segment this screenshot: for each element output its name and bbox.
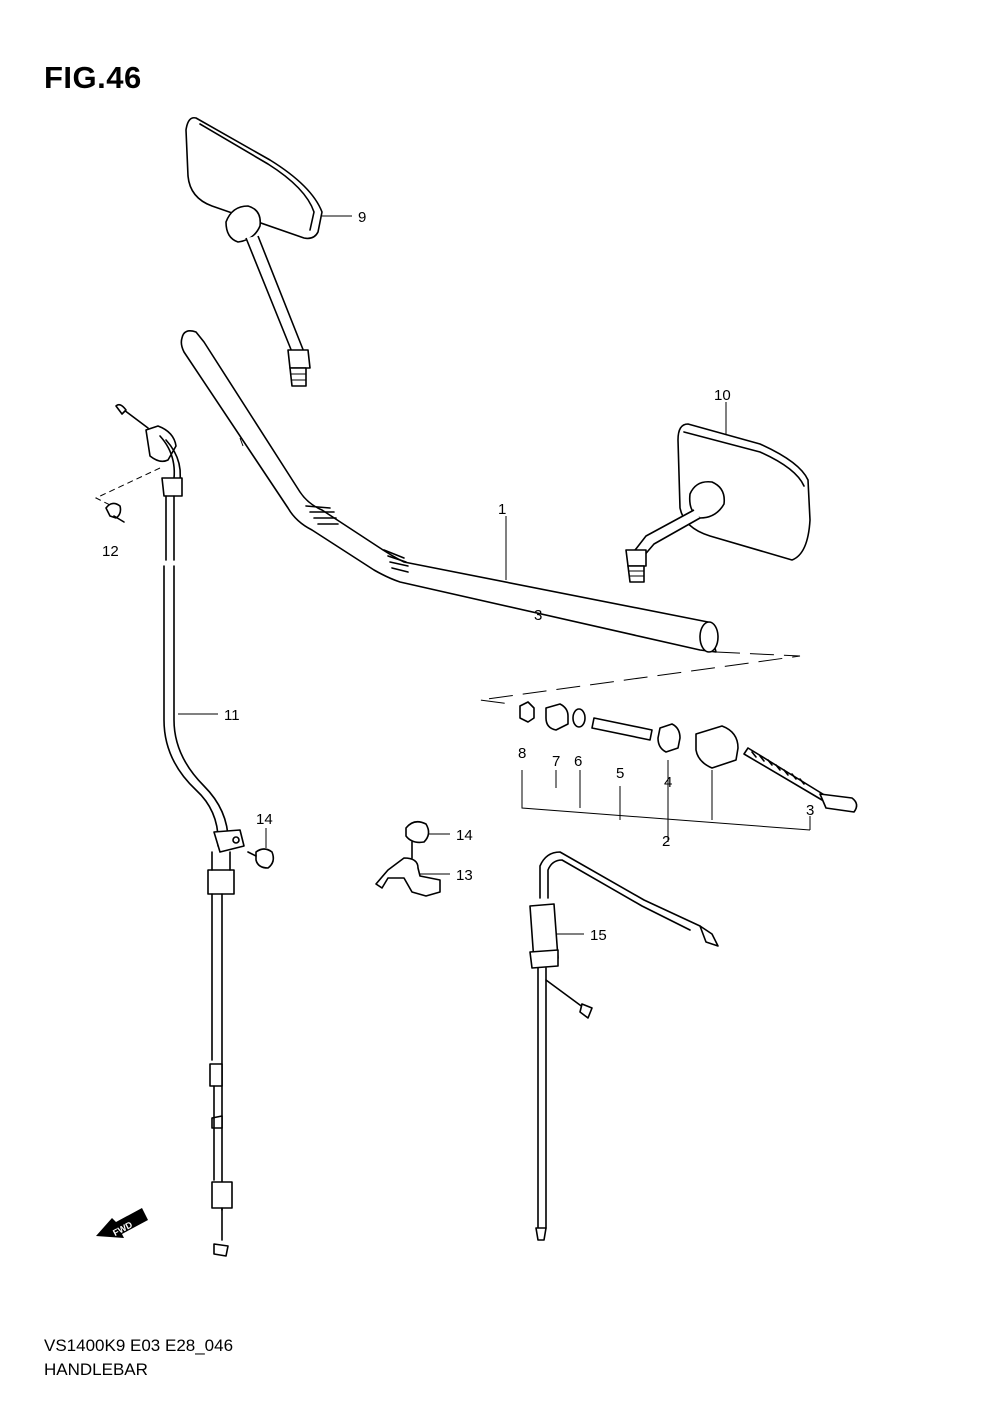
- callout-3: 3: [806, 802, 814, 819]
- callout-11: 11: [224, 707, 240, 724]
- clamp: [375, 857, 441, 897]
- fwd-arrow-icon: FWD: [96, 1208, 148, 1238]
- callout-12: 12: [102, 543, 119, 560]
- diagram-name: HANDLEBAR: [44, 1360, 148, 1379]
- callout-10: 10: [714, 387, 731, 404]
- callout-9: 9: [358, 209, 366, 226]
- svg-text:3: 3: [534, 607, 542, 624]
- callout-15: 15: [590, 927, 607, 944]
- screw-12: [94, 467, 161, 523]
- callout-14-center: 14: [456, 827, 473, 844]
- right-mirror: [625, 423, 811, 583]
- throttle-cable: [115, 403, 245, 1257]
- callout-leaders: [178, 215, 727, 935]
- callout-1: 1: [498, 501, 506, 518]
- callout-5: 5: [616, 765, 624, 782]
- left-mirror: [185, 116, 323, 387]
- callout-4: 4: [664, 774, 672, 791]
- diagram-code: VS1400K9 E03 E28_046: [44, 1336, 234, 1355]
- figure-title: FIG.46: [44, 60, 142, 95]
- callout-labels: 1 2 3 4 5 6 7 8 9 10 11 12 13 14 14 15: [102, 209, 814, 944]
- callout-14-left: 14: [256, 811, 273, 828]
- clutch-cable: [529, 851, 719, 1241]
- callout-13: 13: [456, 867, 473, 884]
- screw-14-left: [247, 848, 275, 869]
- handlebar: 3: [180, 330, 719, 653]
- balancer-bracket: [521, 760, 811, 842]
- screw-14-center: [405, 820, 430, 859]
- callout-6: 6: [574, 753, 582, 770]
- balancer-assembly: [519, 701, 858, 813]
- callout-2: 2: [662, 833, 670, 850]
- callout-8: 8: [518, 745, 526, 762]
- callout-7: 7: [552, 753, 560, 770]
